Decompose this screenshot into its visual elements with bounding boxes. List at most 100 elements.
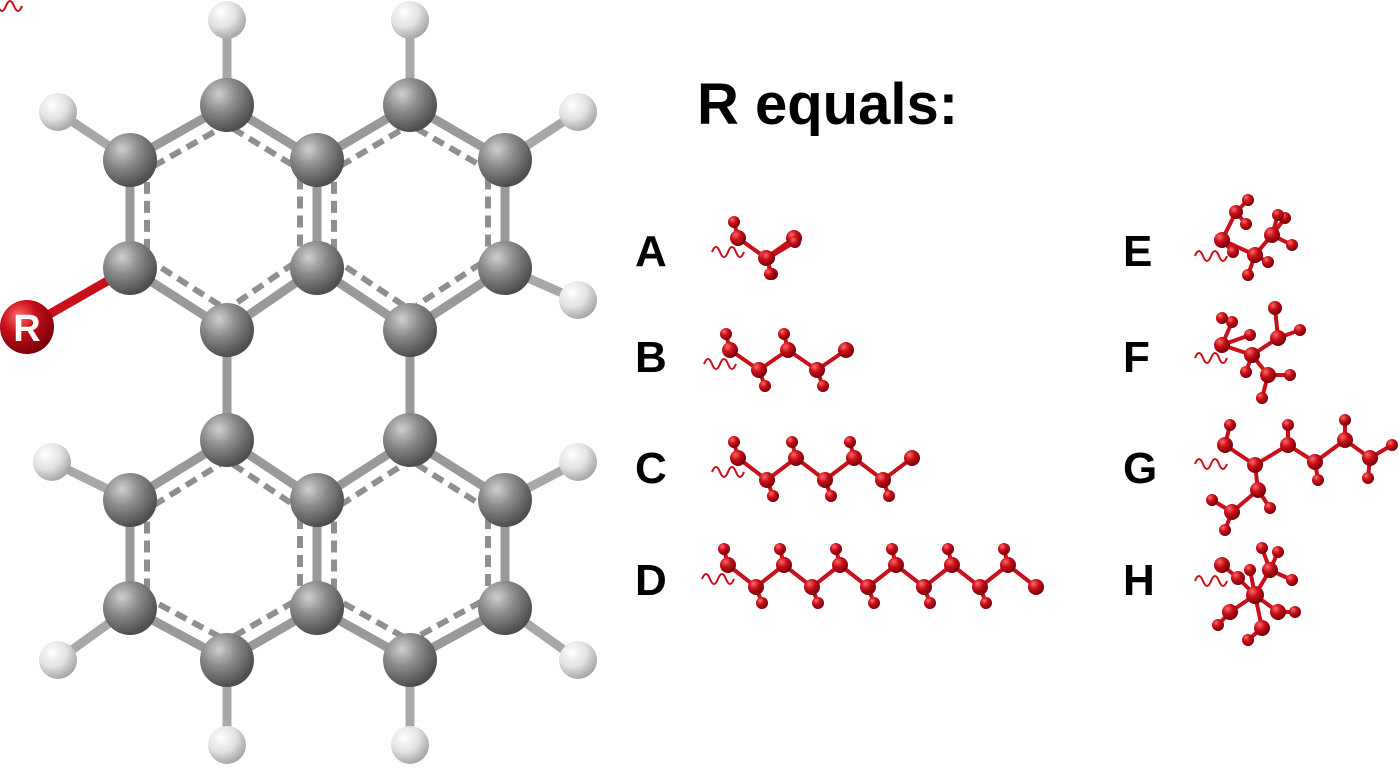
substituent-atom xyxy=(1254,620,1270,636)
aromatic-bond xyxy=(152,260,222,308)
substituent-atom xyxy=(1272,546,1284,558)
substituent-atom xyxy=(883,490,895,502)
substituent-atom xyxy=(1256,542,1268,554)
substituent-labels: A B C D E F G H xyxy=(635,227,1157,605)
substituent-c xyxy=(711,436,920,502)
aromatic-bond xyxy=(338,260,406,308)
attachment-wave xyxy=(703,358,737,370)
attachment-wave xyxy=(1194,458,1228,470)
substituent-atom xyxy=(1222,604,1238,620)
substituent-atom xyxy=(942,543,954,555)
r-atom xyxy=(0,300,54,354)
substituent-atom xyxy=(1226,316,1238,328)
substituent-e xyxy=(1194,194,1298,281)
substituent-atom xyxy=(844,436,856,448)
aromatic-bond xyxy=(231,461,296,508)
substituent-atom xyxy=(728,436,740,448)
substituent-atom xyxy=(764,268,776,280)
carbon-atom xyxy=(290,581,344,635)
substituent-structures xyxy=(0,0,1398,646)
hydrogen-atom xyxy=(391,726,429,764)
substituent-atom xyxy=(1284,369,1296,381)
substituent-atom xyxy=(1286,574,1298,586)
carbon-atom xyxy=(478,581,532,635)
substituent-g xyxy=(1194,414,1398,536)
substituent-atom xyxy=(1264,227,1280,243)
substituent-atom xyxy=(1000,557,1016,573)
substituent-atom xyxy=(759,472,775,488)
aromatic-dashed-bonds xyxy=(143,125,492,640)
substituent-atom xyxy=(1229,205,1243,219)
substituent-atom xyxy=(730,230,746,246)
substituent-atom xyxy=(759,380,771,392)
substituent-atom xyxy=(1227,246,1239,258)
substituent-atom xyxy=(722,342,738,358)
substituent-atom xyxy=(1247,247,1263,263)
aromatic-bond xyxy=(415,125,483,169)
substituent-atom xyxy=(980,597,992,609)
attachment-wave xyxy=(1194,575,1228,587)
substituent-atom xyxy=(789,236,801,248)
carbon-atom xyxy=(103,473,157,527)
substituent-atom xyxy=(788,450,804,466)
hydrogen-atom xyxy=(559,641,597,679)
substituent-atom xyxy=(860,579,876,595)
substituent-d xyxy=(701,543,1044,609)
carbon-atom xyxy=(478,473,532,527)
substituent-atom xyxy=(1386,439,1398,451)
substituent-a-tip xyxy=(0,0,801,280)
aromatic-bond xyxy=(338,125,406,169)
single-bonds xyxy=(24,20,581,745)
label-b: B xyxy=(635,333,667,382)
substituent-atom xyxy=(1337,432,1353,448)
aromatic-bond xyxy=(231,599,296,640)
substituent-atom xyxy=(756,597,768,609)
aromatic-bond xyxy=(231,260,296,308)
substituent-h xyxy=(1194,542,1301,646)
substituent-atom xyxy=(998,543,1010,555)
carbon-atom xyxy=(478,241,532,295)
substituent-atom xyxy=(1362,472,1374,484)
label-e: E xyxy=(1123,227,1152,276)
attachment-wave xyxy=(1194,352,1228,364)
substituent-atom xyxy=(780,342,796,358)
substituent-atom xyxy=(761,251,775,265)
carbon-atom xyxy=(200,633,254,687)
carbon-atom xyxy=(103,133,157,187)
substituent-atom xyxy=(812,597,824,609)
substituent-atom xyxy=(1268,301,1282,315)
carbon-atom xyxy=(290,241,344,295)
perylene-molecule: R xyxy=(0,1,597,764)
hydrogen-atom xyxy=(559,281,597,319)
substituent-atom xyxy=(1219,524,1231,536)
substituent-atom xyxy=(1247,457,1263,473)
substituent-atom xyxy=(1264,502,1276,514)
substituent-atom xyxy=(1250,482,1266,498)
aromatic-bond xyxy=(415,260,484,308)
substituent-atom xyxy=(1246,586,1264,604)
substituent-atom xyxy=(728,216,740,228)
substituent-atom xyxy=(1289,606,1301,618)
substituent-atom xyxy=(817,380,829,392)
substituent-atom xyxy=(1262,562,1278,578)
substituent-atom xyxy=(1028,579,1044,595)
substituent-atom xyxy=(1312,474,1324,486)
attachment-wave xyxy=(711,246,745,258)
substituent-atom xyxy=(748,579,764,595)
carbon-atom xyxy=(383,303,437,357)
substituent-atom xyxy=(751,362,767,378)
substituent-atom xyxy=(1214,557,1230,573)
hydrogen-atom xyxy=(208,1,246,39)
attachment-wave xyxy=(711,466,745,478)
substituent-atom xyxy=(886,543,898,555)
carbon-atom xyxy=(478,133,532,187)
substituent-atom xyxy=(720,328,732,340)
label-f: F xyxy=(1123,333,1150,382)
substituent-atom xyxy=(1242,634,1254,646)
substituent-atom xyxy=(1206,494,1218,506)
substituent-atom xyxy=(924,597,936,609)
r-substituent-marker: R xyxy=(0,300,54,354)
substituent-atom xyxy=(868,597,880,609)
substituent-atom xyxy=(1240,366,1252,378)
